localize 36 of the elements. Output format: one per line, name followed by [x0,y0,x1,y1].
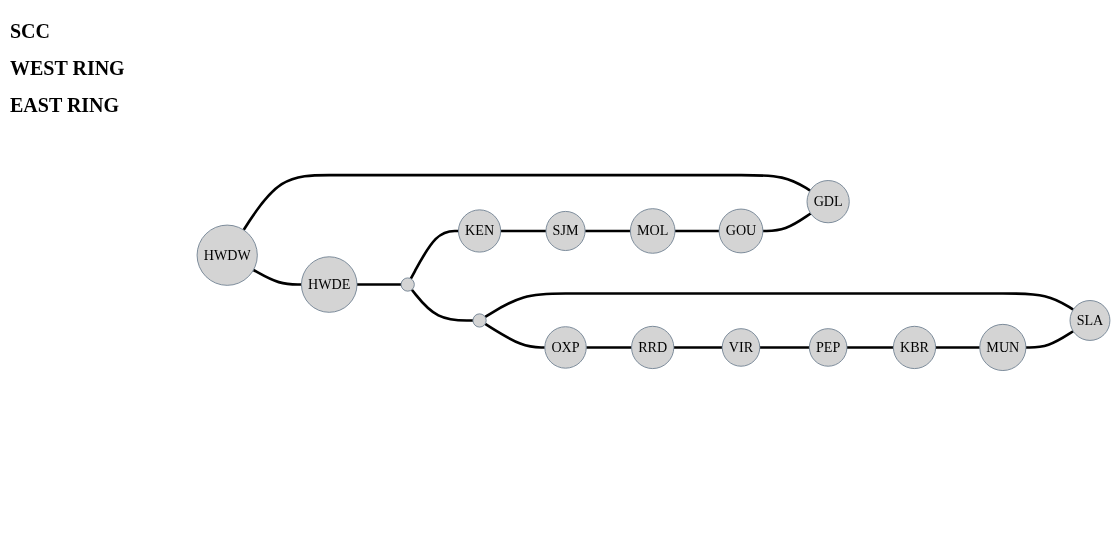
node-circle: SLA [1069,299,1111,341]
node-circle [400,277,415,292]
connector [252,268,302,286]
connector [409,229,459,280]
node-circle: OXP [544,325,587,369]
node-circle: PEP [808,327,848,367]
connector [1025,329,1074,349]
node-circle [472,313,487,328]
connector [500,229,546,232]
connector [410,288,473,322]
connector [673,345,723,349]
node-circle: RRD [631,325,675,369]
connector [935,345,980,349]
node-circle: HWDW [196,224,258,286]
connector [762,212,812,232]
node-circle: GOU [718,208,764,254]
connector [357,282,402,286]
node-circle: HWDE [301,256,358,313]
node-circle: GDL [806,179,850,223]
connector [586,345,632,349]
label-text: WEST RING [10,57,126,80]
connector [484,291,1074,318]
node-circle: KBR [892,325,937,369]
node-circle: VIR [721,327,761,367]
connector [846,345,894,349]
connector [759,345,810,349]
connector [242,173,811,231]
connector [675,229,720,232]
connector [585,229,631,232]
label-text: EAST RING [10,94,121,117]
connector [484,322,545,349]
node-circle: KEN [458,209,502,253]
node-circle: SJM [545,210,586,251]
node-circle: MOL [629,207,676,254]
node-circle: MUN [979,323,1027,371]
label-text: SCC [10,20,51,43]
